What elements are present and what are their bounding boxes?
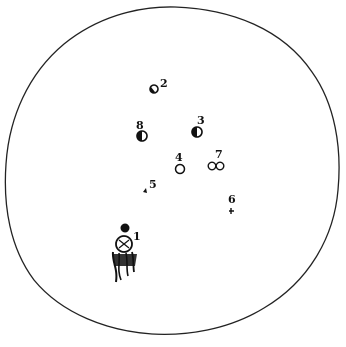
object-2 xyxy=(150,85,158,93)
label-5: 5 xyxy=(149,178,157,191)
label-3: 3 xyxy=(197,114,205,127)
object-4 xyxy=(176,165,185,174)
object-6 xyxy=(229,208,234,214)
object-5 xyxy=(143,188,147,193)
label-7: 7 xyxy=(215,148,223,161)
label-4: 4 xyxy=(175,151,183,164)
label-1: 1 xyxy=(133,230,141,243)
label-2: 2 xyxy=(160,77,168,90)
label-8: 8 xyxy=(136,119,144,132)
object-8 xyxy=(137,131,147,141)
object-7 xyxy=(208,162,224,170)
label-6: 6 xyxy=(228,193,236,206)
field-boundary xyxy=(5,7,339,334)
object-3 xyxy=(192,127,202,137)
